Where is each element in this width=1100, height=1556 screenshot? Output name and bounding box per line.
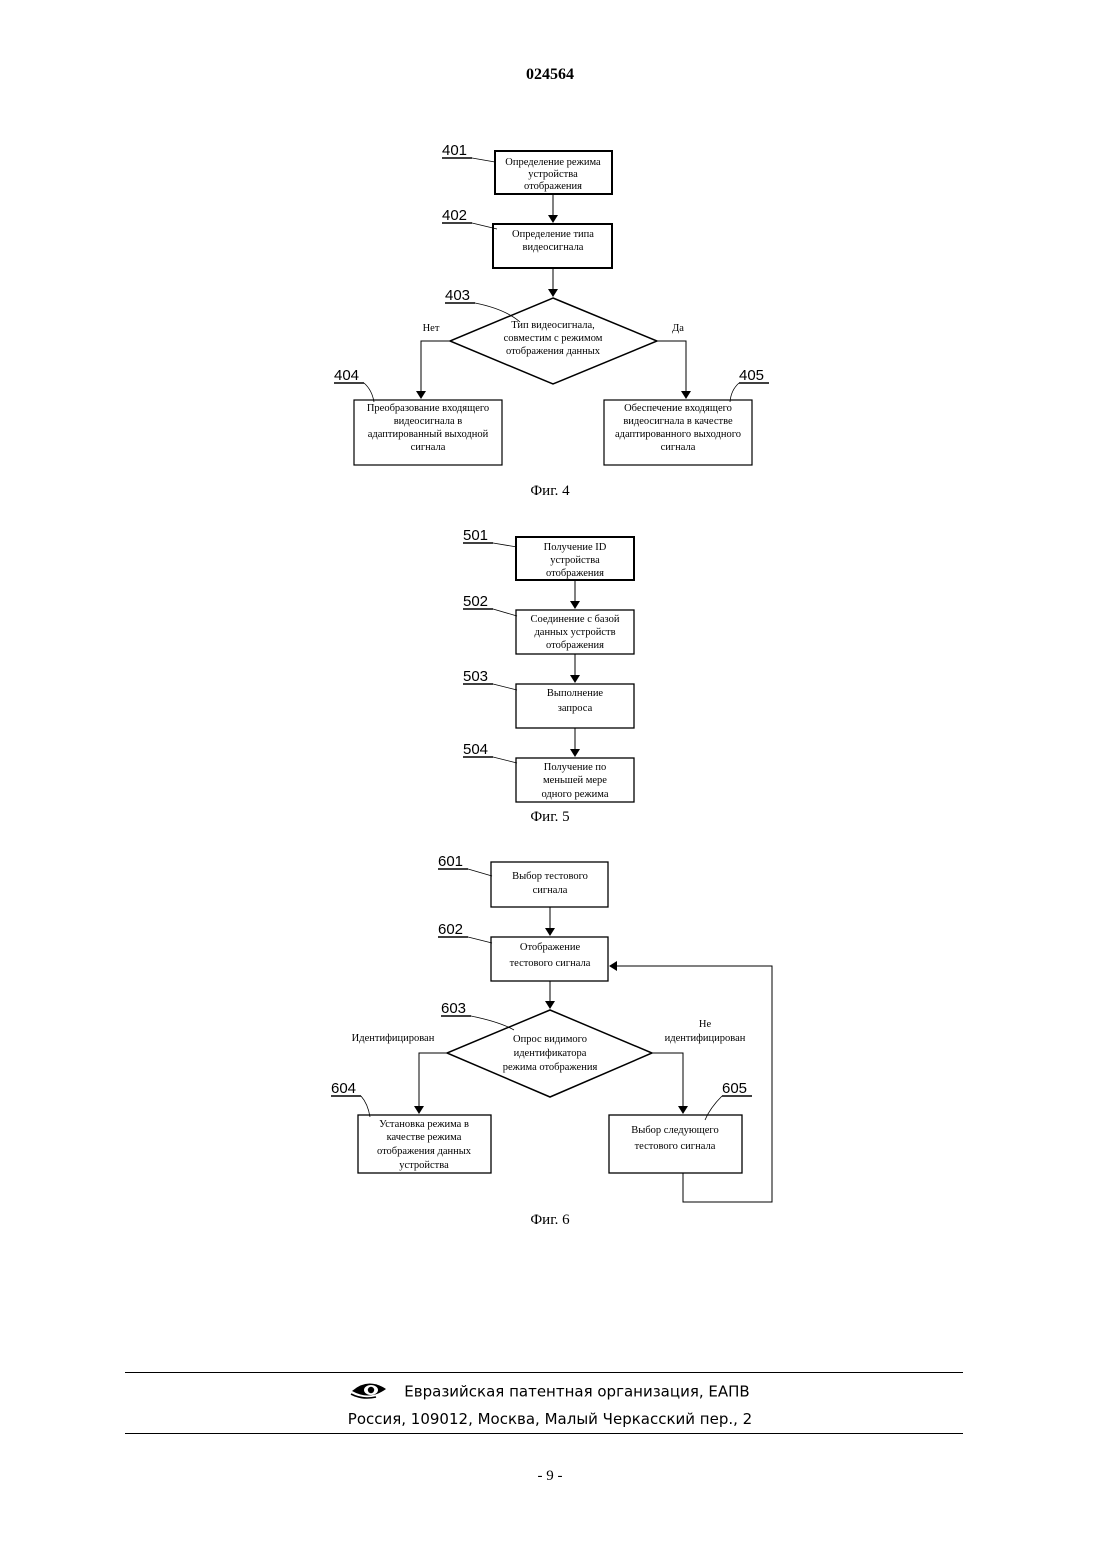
box-502-line-2: данных устройств xyxy=(534,627,615,638)
organization-name: Евразийская патентная организация, ЕАПВ xyxy=(404,1383,749,1401)
box-602-line-1: Отображение xyxy=(520,942,581,953)
box-501-line-3: отображения xyxy=(546,568,604,579)
yes-label: Да xyxy=(672,323,684,334)
box-604-line-3: отображения данных xyxy=(377,1146,472,1157)
footer-address: Россия, 109012, Москва, Малый Черкасский… xyxy=(0,1410,1100,1428)
box-404-line-2: видеосигнала в xyxy=(394,416,463,427)
box-502-line-3: отображения xyxy=(546,640,604,651)
box-401-line-3: отображения xyxy=(524,181,582,192)
ref-403: 403 xyxy=(445,287,470,304)
ref-402: 402 xyxy=(442,207,467,224)
box-401-line-1: Определение режима xyxy=(505,157,601,168)
ref-leader-602 xyxy=(468,937,492,943)
box-602-line-2: тестового сигнала xyxy=(510,958,591,969)
ref-leader-405 xyxy=(730,383,739,402)
ref-604: 604 xyxy=(331,1080,356,1097)
box-504-line-2: меньшей мере xyxy=(543,775,607,786)
ref-504: 504 xyxy=(463,741,488,758)
decision-403-line-3: отображения данных xyxy=(506,346,601,357)
footer-top-rule xyxy=(125,1372,963,1373)
box-601-line-1: Выбор тестового xyxy=(512,871,588,882)
arrow-403-404 xyxy=(421,341,450,398)
box-605-line-1: Выбор следующего xyxy=(631,1125,718,1136)
ref-605: 605 xyxy=(722,1080,747,1097)
ref-leader-501 xyxy=(493,543,517,547)
box-404-line-4: сигнала xyxy=(411,442,446,453)
figure-5-caption: Фиг. 5 xyxy=(530,809,569,825)
box-504-line-3: одного режима xyxy=(541,789,608,800)
ref-leader-601 xyxy=(468,869,492,876)
box-503-line-1: Выполнение xyxy=(547,688,604,699)
ref-502: 502 xyxy=(463,593,488,610)
identified-label: Идентифицирован xyxy=(352,1033,435,1044)
box-501-line-2: устройства xyxy=(550,555,600,566)
ref-leader-504 xyxy=(493,757,517,763)
arrow-603-605 xyxy=(652,1053,683,1113)
figure-6-caption: Фиг. 6 xyxy=(530,1212,570,1228)
box-501-line-1: Получение ID xyxy=(544,542,607,553)
figure-4-caption: Фиг. 4 xyxy=(530,483,570,499)
box-402-line-1: Определение типа xyxy=(512,229,594,240)
box-401-line-2: устройства xyxy=(528,169,578,180)
not-identified-label-line-2: идентифицирован xyxy=(665,1033,746,1044)
box-405-line-2: видеосигнала в качестве xyxy=(623,416,733,427)
ref-leader-605 xyxy=(705,1096,722,1120)
decision-603-line-2: идентификатора xyxy=(514,1048,587,1059)
figure-5-text: 501 502 503 504 Получение ID устройства … xyxy=(463,527,620,825)
ref-404: 404 xyxy=(334,367,359,384)
arrow-603-604 xyxy=(419,1053,447,1113)
box-504-line-1: Получение по xyxy=(544,762,607,773)
ref-leader-503 xyxy=(493,684,517,690)
not-identified-label-line-1: Не xyxy=(699,1019,712,1030)
decision-603-line-1: Опрос видимого xyxy=(513,1034,587,1045)
decision-603-line-3: режима отображения xyxy=(503,1062,598,1073)
box-604-line-1: Установка режима в xyxy=(379,1119,469,1130)
box-604-line-2: качестве режима xyxy=(387,1132,462,1143)
no-label: Нет xyxy=(423,323,440,334)
box-605-line-2: тестового сигнала xyxy=(635,1141,716,1152)
footer-organization: Евразийская патентная организация, ЕАПВ xyxy=(0,1380,1100,1404)
arrow-403-405 xyxy=(657,341,686,398)
ref-503: 503 xyxy=(463,668,488,685)
ref-602: 602 xyxy=(438,921,463,938)
box-604-line-4: устройства xyxy=(399,1160,449,1171)
footer-bottom-rule xyxy=(125,1433,963,1434)
ref-401: 401 xyxy=(442,142,467,159)
ref-leader-502 xyxy=(493,609,517,616)
loop-arrow-605-602 xyxy=(610,966,772,1202)
box-404-line-1: Преобразование входящего xyxy=(367,403,489,414)
decision-403-line-2: совместим с режимом xyxy=(504,333,603,344)
ref-501: 501 xyxy=(463,527,488,544)
figure-6-text: 601 602 603 604 605 Выбор тестового сигн… xyxy=(331,853,747,1228)
ref-leader-604 xyxy=(361,1096,370,1117)
box-601-line-2: сигнала xyxy=(533,885,568,896)
figure-4-text: 401 402 403 404 405 Определение режима у… xyxy=(334,142,764,499)
ref-601: 601 xyxy=(438,853,463,870)
ref-603: 603 xyxy=(441,1000,466,1017)
page-number: - 9 - xyxy=(0,1468,1100,1485)
box-405-line-3: адаптированного выходного xyxy=(615,429,741,440)
box-404-line-3: адаптированный выходной xyxy=(368,429,489,440)
box-402-line-2: видеосигнала xyxy=(523,242,584,253)
box-405-line-4: сигнала xyxy=(661,442,696,453)
ref-leader-404 xyxy=(364,383,374,402)
decision-403-line-1: Тип видеосигнала, xyxy=(511,320,595,331)
box-405-line-1: Обеспечение входящего xyxy=(624,403,732,414)
eapo-eye-logo-icon xyxy=(350,1380,388,1404)
box-502-line-1: Соединение с базой xyxy=(531,614,620,625)
ref-405: 405 xyxy=(739,367,764,384)
ref-leader-401 xyxy=(472,158,495,162)
box-503-line-2: запроса xyxy=(558,703,593,714)
